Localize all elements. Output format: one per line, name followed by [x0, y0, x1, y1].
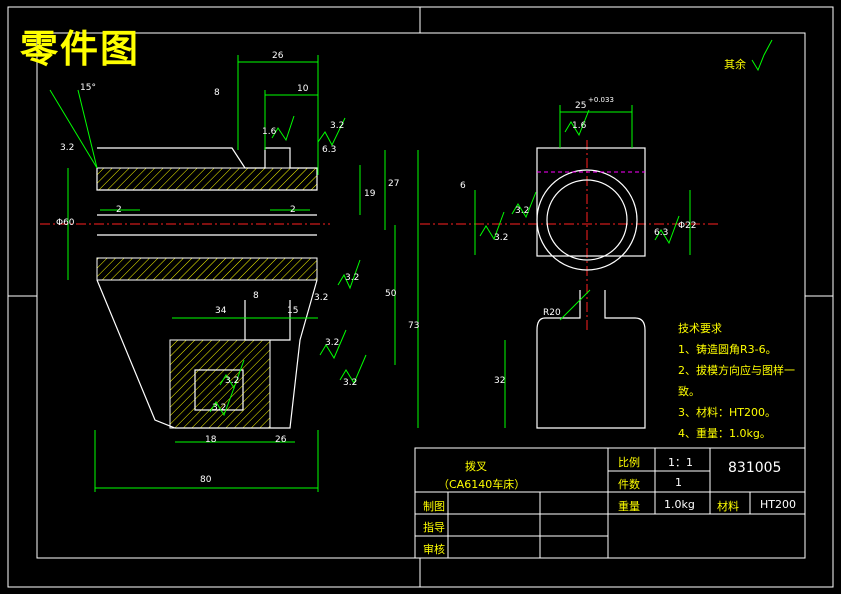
tech-item: 1、铸造圆角R3-6。: [678, 343, 777, 356]
drawing-number: 831005: [728, 460, 782, 476]
ra-f0: 3.2: [330, 121, 344, 131]
ra-f3: 3.2: [325, 338, 339, 348]
ra-s0: 1.6: [572, 121, 587, 131]
ra-s1: 3.2: [515, 206, 529, 216]
qty-label: 件数: [618, 478, 640, 491]
roughness-values: 3.2 3.2 6.3 3.2 3.2 3.2 3.2 3.2 1.6 3.2 …: [60, 121, 668, 413]
front-dimensions: [49, 55, 419, 492]
dim-73: 73: [408, 321, 419, 331]
part-name: 拨叉: [465, 460, 487, 473]
tech-title: 技术要求: [678, 322, 722, 335]
weight-value: 1.0kg: [664, 498, 695, 511]
dim-2-left: 2: [116, 205, 122, 215]
side-dimensions: [474, 105, 691, 428]
roughness-note: 其余: [724, 58, 746, 71]
dim-18: 18: [205, 435, 217, 445]
dim-r20-side: R20: [543, 308, 561, 318]
ra-f8: 1.6: [262, 127, 277, 137]
dim-26-top: 26: [272, 51, 284, 61]
ra-f6: 3.2: [225, 376, 239, 386]
fork-arm-section: [169, 339, 271, 429]
ra-f5: 3.2: [212, 403, 226, 413]
dim-8: 8: [214, 88, 220, 98]
ra-s3: 6.3: [654, 228, 668, 238]
material-label: 材料: [717, 500, 739, 513]
ra-f1: 3.2: [60, 143, 74, 153]
material-value: HT200: [760, 498, 796, 511]
tech-item: 3、材料：HT200。: [678, 406, 776, 419]
ra-f2: 6.3: [322, 145, 336, 155]
dim-15: 15: [287, 306, 298, 316]
dim-2-right: 2: [290, 205, 296, 215]
tech-item: 2、拔模方向应与图样一: [678, 364, 795, 377]
page-title: 零件图: [20, 26, 141, 71]
ra-f9: 3.2: [314, 293, 328, 303]
front-view: [96, 147, 318, 429]
roughness-symbols: [209, 39, 773, 417]
dim-15-angle: 15°: [80, 83, 96, 93]
side-view: [536, 147, 646, 429]
ra-f4: 3.2: [343, 378, 357, 388]
technical-requirements: 技术要求 1、铸造圆角R3-6。 2、拔模方向应与图样一 致。 3、材料：HT2…: [678, 318, 795, 444]
guide-label: 指导: [423, 521, 445, 534]
dim-25-side: 25: [575, 101, 586, 111]
dim-22-side: Φ22: [678, 221, 697, 231]
ra-f7: 3.2: [345, 273, 359, 283]
tech-item: 致。: [678, 385, 700, 398]
review-label: 审核: [423, 543, 445, 556]
lower-wall-section: [96, 257, 318, 281]
dimension-labels: 26 10 8 15° 2 2 19 27 50 73 34 8 15 18 2…: [56, 51, 697, 485]
tech-item: 4、重量：1.0kg。: [678, 427, 771, 440]
upper-wall-section: [96, 167, 318, 191]
qty-value: 1: [675, 476, 682, 489]
weight-label: 重量: [618, 500, 640, 513]
drawing-frame: [7, 6, 834, 588]
scale-value: 1：1: [668, 456, 693, 469]
dim-8-mid: 8: [253, 291, 259, 301]
dim-hole-side: 6: [460, 181, 466, 191]
dim-50: 50: [385, 289, 397, 299]
dim-10: 10: [297, 84, 309, 94]
dim-80: 80: [200, 475, 212, 485]
dim-26-bottom: 26: [275, 435, 287, 445]
scale-label: 比例: [618, 456, 640, 469]
dim-32-side: 32: [494, 376, 505, 386]
drawn-by-label: 制图: [423, 500, 445, 513]
dim-bore: Φ60: [56, 218, 75, 228]
dim-27: 27: [388, 179, 399, 189]
title-block-grid: [414, 447, 806, 559]
dim-19: 19: [364, 189, 376, 199]
dim-tol-side: +0.033: [588, 96, 614, 104]
dim-34: 34: [215, 306, 227, 316]
ra-s2: 3.2: [494, 233, 508, 243]
part-subtitle: （CA6140车床）: [438, 478, 526, 491]
